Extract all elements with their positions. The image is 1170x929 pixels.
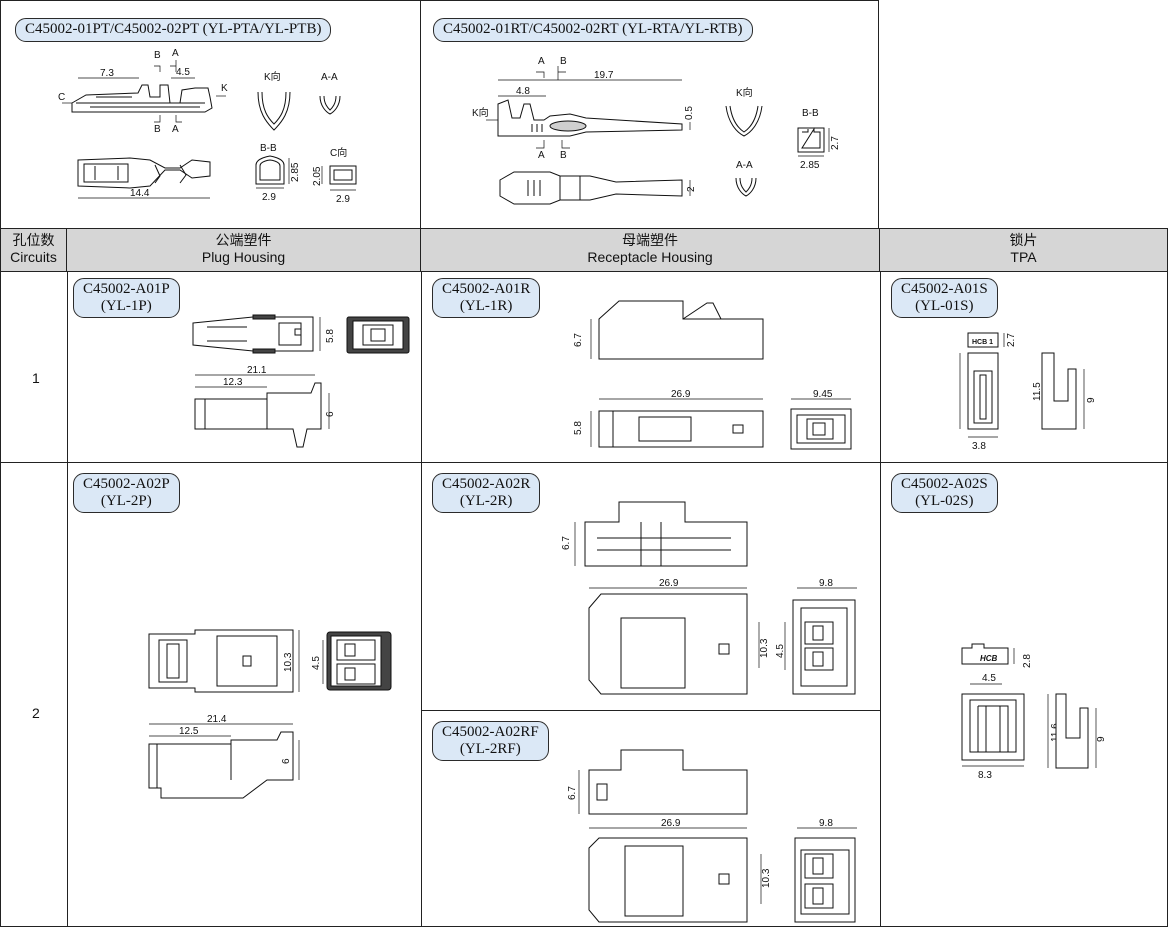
svg-text:7.3: 7.3: [100, 68, 114, 79]
row-1-plug-drawing: 5.8 21.1 12.3 6: [192, 314, 410, 448]
row-2-circuits: 2: [32, 705, 40, 721]
svg-text:B: B: [560, 150, 567, 161]
svg-text:26.9: 26.9: [671, 389, 691, 400]
row-2-plug-drawing: 10.3 4.5 21.4 12.5 6: [148, 629, 392, 799]
row-2-tpa-part-label: C45002-A02S(YL-02S): [891, 473, 998, 513]
svg-text:2: 2: [686, 186, 697, 192]
svg-text:4.8: 4.8: [516, 86, 530, 97]
row-1-tpa-drawing: HCB 1 2.7 3.8 11.5 9: [959, 332, 1097, 452]
male-terminal-part-label: C45002-01PT/C45002-02PT (YL-PTA/YL-PTB): [15, 18, 332, 42]
row-2-plug-part-label: C45002-A02P(YL-2P): [73, 473, 180, 513]
svg-text:5.8: 5.8: [325, 329, 336, 343]
svg-text:C: C: [58, 92, 65, 103]
row-2-receptacle-f-drawing: 6.7 26.9 10.3 9.8: [567, 749, 857, 923]
svg-text:9.45: 9.45: [813, 389, 833, 400]
header-tpa: 锁片 TPA: [880, 228, 1168, 272]
svg-text:A: A: [172, 48, 179, 59]
svg-text:10.3: 10.3: [759, 638, 770, 658]
svg-text:3.8: 3.8: [972, 441, 986, 452]
svg-text:B-B: B-B: [802, 108, 819, 119]
svg-text:C向: C向: [330, 146, 347, 159]
row-2-tpa-cell: [880, 462, 1168, 927]
svg-text:9.8: 9.8: [819, 578, 833, 589]
svg-text:9: 9: [1096, 736, 1107, 742]
svg-text:11.5: 11.5: [1032, 382, 1043, 401]
svg-text:4.5: 4.5: [176, 67, 190, 78]
svg-text:21.4: 21.4: [207, 714, 227, 725]
svg-text:K向: K向: [264, 70, 281, 83]
svg-text:19.7: 19.7: [594, 70, 614, 81]
row-2-receptacle-part-label: C45002-A02R(YL-2R): [432, 473, 541, 513]
svg-text:2.9: 2.9: [336, 194, 350, 205]
row-1-circuits: 1: [32, 370, 40, 386]
svg-text:12.3: 12.3: [223, 377, 243, 388]
header-plug: 公端塑件 Plug Housing: [67, 228, 421, 272]
svg-text:10.3: 10.3: [761, 868, 772, 888]
svg-text:HCB: HCB: [980, 654, 998, 663]
svg-text:10.3: 10.3: [283, 652, 294, 672]
svg-text:2.9: 2.9: [262, 192, 276, 203]
svg-text:12.5: 12.5: [179, 726, 199, 737]
row-2-receptacle-f-part-label: C45002-A02RF(YL-2RF): [432, 721, 549, 761]
svg-text:A-A: A-A: [321, 72, 338, 83]
svg-text:26.9: 26.9: [661, 818, 681, 829]
svg-text:B-B: B-B: [260, 143, 277, 154]
header-receptacle: 母端塑件 Receptacle Housing: [421, 228, 880, 272]
header-circuits: 孔位数 Circuits: [0, 228, 67, 272]
svg-text:K: K: [221, 83, 228, 94]
male-terminal-drawing: 7.3 4.5 B A B A C K 14.4 K向 A-A B-B 2.9 …: [58, 48, 357, 205]
svg-text:0.5: 0.5: [684, 106, 695, 120]
header-circuits-en: Circuits: [10, 249, 57, 265]
header-plug-en: Plug Housing: [201, 249, 286, 265]
svg-text:HCB 1: HCB 1: [972, 339, 993, 346]
row-1-receptacle-part-label: C45002-A01R(YL-1R): [432, 278, 541, 318]
svg-text:4.5: 4.5: [982, 673, 996, 684]
svg-text:A: A: [538, 150, 545, 161]
svg-text:2.05: 2.05: [312, 166, 323, 186]
row-1-circuits-cell: [0, 271, 68, 463]
svg-text:14.4: 14.4: [130, 188, 150, 199]
svg-text:8.3: 8.3: [978, 770, 992, 781]
header-tpa-cn: 锁片: [1009, 232, 1038, 248]
svg-text:A: A: [172, 124, 179, 135]
row-2-tpa-drawing: HCB 2.8 4.5 8.3 11.6 9: [961, 643, 1107, 781]
svg-text:4.5: 4.5: [775, 644, 786, 658]
svg-text:2.8: 2.8: [1022, 654, 1033, 668]
svg-text:6.7: 6.7: [561, 536, 572, 550]
svg-text:K向: K向: [736, 86, 753, 99]
female-terminal-drawing: 19.7 4.8 A B A B K向 0.5 2 K向 A-A B-B 2.8…: [472, 56, 841, 205]
row-2-receptacle-drawing: 6.7 26.9 10.3 9.8 4.5: [561, 501, 857, 695]
svg-text:K向: K向: [472, 106, 489, 119]
header-receptacle-cn: 母端塑件: [622, 232, 678, 248]
header-tpa-en: TPA: [1010, 249, 1037, 265]
header-circuits-cn: 孔位数: [12, 232, 55, 248]
svg-text:B: B: [154, 124, 161, 135]
header-receptacle-en: Receptacle Housing: [587, 249, 713, 265]
svg-text:9: 9: [1086, 397, 1097, 403]
svg-text:6: 6: [325, 411, 336, 417]
svg-text:21.1: 21.1: [247, 365, 267, 376]
row-1-receptacle-drawing: 6.7 26.9 5.8 9.45: [573, 300, 852, 450]
svg-text:2.7: 2.7: [1006, 333, 1017, 347]
svg-text:6: 6: [281, 758, 292, 764]
svg-text:2.85: 2.85: [290, 162, 301, 182]
row-1-plug-part-label: C45002-A01P(YL-1P): [73, 278, 180, 318]
svg-text:2.7: 2.7: [830, 136, 841, 150]
svg-text:A: A: [538, 56, 545, 67]
row-2-circuits-cell: [0, 462, 68, 927]
svg-text:B: B: [560, 56, 567, 67]
svg-text:A-A: A-A: [736, 160, 753, 171]
row-1-tpa-part-label: C45002-A01S(YL-01S): [891, 278, 998, 318]
svg-text:26.9: 26.9: [659, 578, 679, 589]
svg-text:5.8: 5.8: [573, 421, 584, 435]
svg-text:6.7: 6.7: [567, 786, 578, 800]
svg-text:2.85: 2.85: [800, 160, 820, 171]
female-terminal-part-label: C45002-01RT/C45002-02RT (YL-RTA/YL-RTB): [433, 18, 753, 42]
svg-text:4.5: 4.5: [311, 656, 322, 670]
svg-text:9.8: 9.8: [819, 818, 833, 829]
svg-text:6.7: 6.7: [573, 333, 584, 347]
svg-text:B: B: [154, 50, 161, 61]
header-plug-cn: 公端塑件: [215, 232, 272, 248]
